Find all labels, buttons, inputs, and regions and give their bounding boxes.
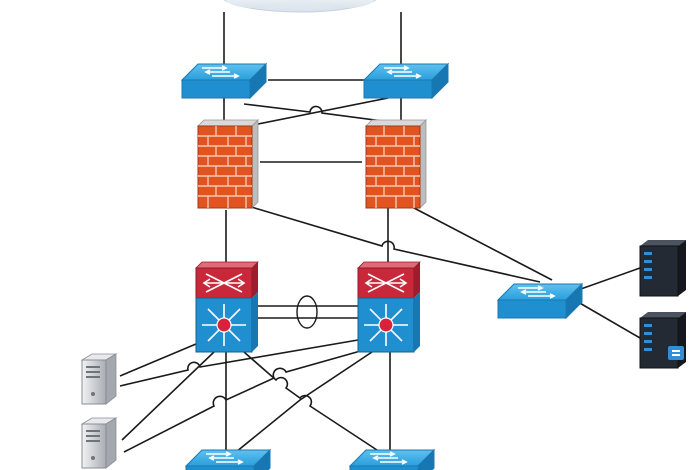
link-cross-2 (247, 97, 389, 127)
core-switch-right (357, 261, 421, 353)
switch-bottom-right (349, 449, 435, 470)
internet-cloud (223, 0, 377, 13)
network-links (119, 12, 641, 453)
tower-server-bottom (81, 417, 117, 469)
link-tower2-core-right (123, 349, 365, 453)
link-dmz-rack-2 (577, 301, 641, 339)
switch-top-right (363, 63, 449, 99)
link-cross-1 (243, 103, 391, 123)
link-tower1-core-left (119, 343, 197, 377)
tower-server-top (81, 353, 117, 405)
rack-server-top (639, 239, 687, 297)
core-switch-left (195, 261, 259, 353)
switch-top-left (181, 63, 267, 99)
switch-dmz (497, 283, 583, 319)
firewall-left (197, 119, 259, 209)
link-aggregation-ring (296, 295, 318, 329)
link-fw-right-switch-dmz (413, 207, 553, 281)
link-dmz-rack-1 (577, 267, 641, 291)
link-core-right-switch-bl (235, 351, 373, 453)
firewall-right (365, 119, 427, 209)
link-tower2-core-left (121, 351, 215, 441)
rack-server-bottom-badge-icon (668, 346, 684, 360)
link-fw-left-switch-dmz (247, 205, 541, 283)
link-core-left-switch-br (243, 351, 381, 453)
switch-bottom-left (185, 449, 271, 470)
